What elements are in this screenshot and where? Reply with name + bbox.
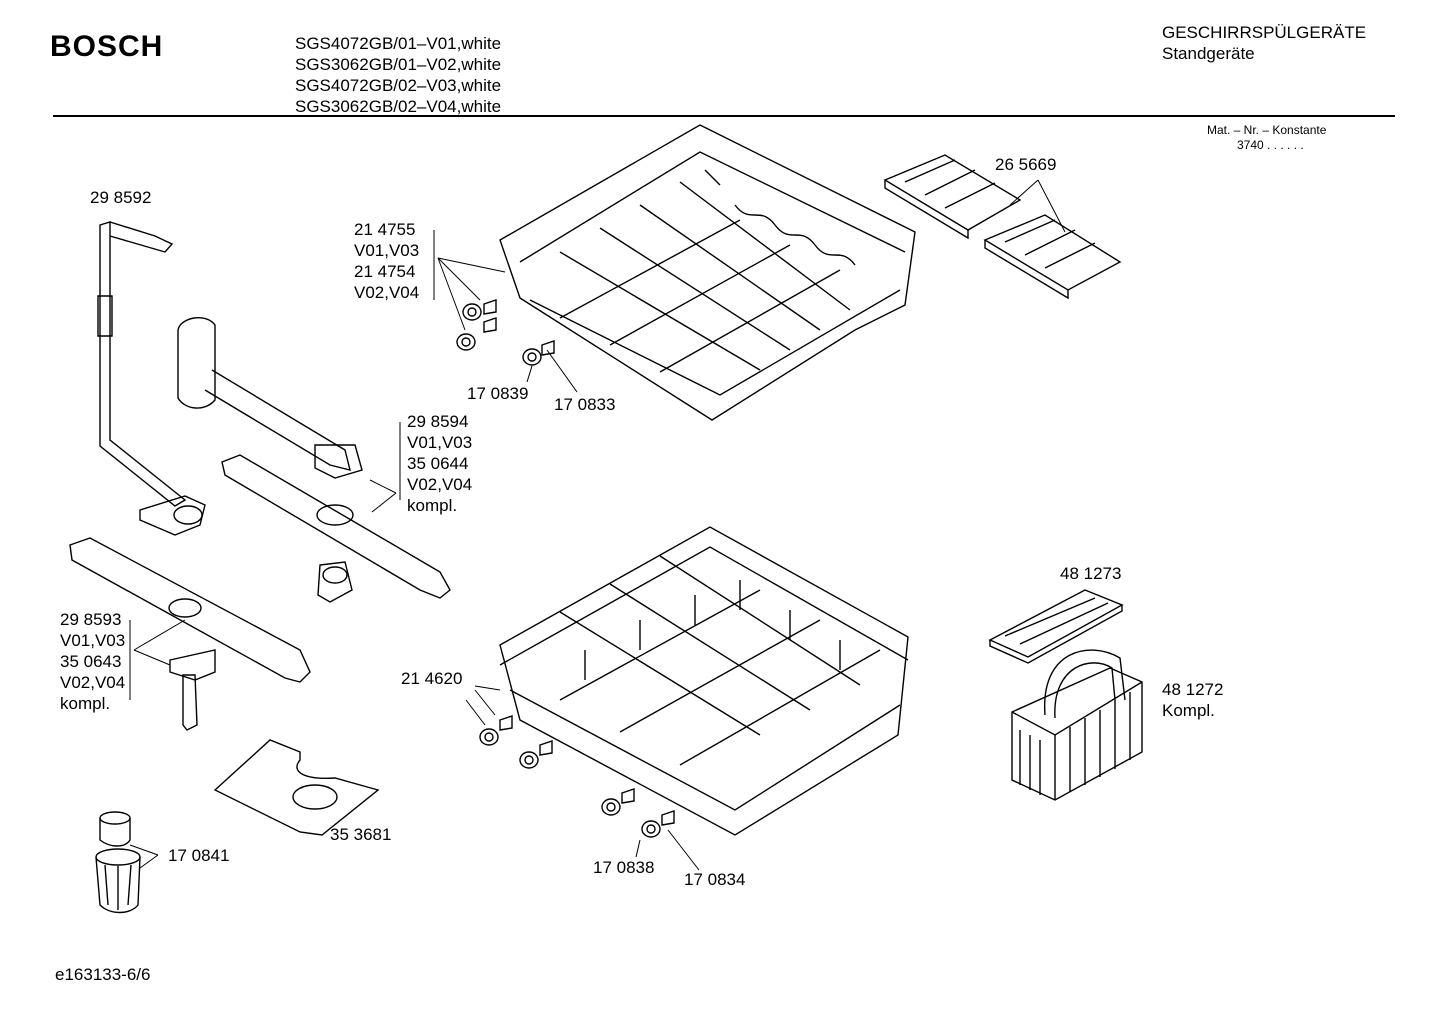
upper-basket xyxy=(500,125,915,420)
document-id: e163133-6/6 xyxy=(55,965,151,984)
lower-spray-arm xyxy=(70,538,310,730)
filter-cylinder xyxy=(96,812,140,913)
part-label-298594-group: 29 8594 V01,V03 35 0644 V02,V04 kompl. xyxy=(407,411,472,516)
part-label-line: V02,V04 xyxy=(60,673,126,692)
category-block: GESCHIRRSPÜLGERÄTE Standgeräte xyxy=(1162,22,1366,64)
part-label-170833: 17 0833 xyxy=(554,395,616,414)
part-label-line: 21 4755 xyxy=(354,220,416,239)
part-label-line: V02,V04 xyxy=(354,283,420,302)
part-label-214755-group: 21 4755 V01,V03 21 4754 V02,V04 xyxy=(354,219,419,303)
part-label-line: 48 1272 xyxy=(1162,680,1224,699)
upper-spray-arm xyxy=(178,318,450,602)
lower-basket-rollers xyxy=(480,716,674,837)
model-line: SGS4072GB/01–V01,white xyxy=(295,34,502,53)
cutlery-basket-lid xyxy=(990,590,1122,663)
part-label-line: V01,V03 xyxy=(354,241,420,260)
model-line: SGS4072GB/02–V03,white xyxy=(295,76,502,95)
upper-spray-supply-tube xyxy=(98,222,205,535)
material-number-label: Mat. – Nr. – Konstante xyxy=(1207,123,1327,137)
part-label-line: kompl. xyxy=(60,694,111,713)
material-number-value: 3740 . . . . . . xyxy=(1237,138,1304,152)
part-label-line: 35 0644 xyxy=(407,454,469,473)
model-line: SGS3062GB/02–V04,white xyxy=(295,97,502,116)
part-label-line: Kompl. xyxy=(1162,701,1215,720)
part-label-line: V01,V03 xyxy=(407,433,473,452)
brand-logo: BOSCH xyxy=(50,30,164,63)
part-label-353681: 35 3681 xyxy=(330,825,392,844)
leader-lines xyxy=(130,180,1065,870)
cutlery-basket xyxy=(1012,650,1142,800)
part-label-line: 29 8594 xyxy=(407,412,469,431)
model-list: SGS4072GB/01–V01,white SGS3062GB/01–V02,… xyxy=(295,33,501,117)
material-number: Mat. – Nr. – Konstante 3740 . . . . . . xyxy=(1207,123,1326,153)
model-line: SGS3062GB/01–V02,white xyxy=(295,55,502,74)
category-title: GESCHIRRSPÜLGERÄTE xyxy=(1162,23,1367,42)
part-label-170838: 17 0838 xyxy=(593,858,655,877)
filter-plate xyxy=(215,740,378,835)
part-label-481272-group: 48 1272 Kompl. xyxy=(1162,679,1223,721)
part-label-line: V02,V04 xyxy=(407,475,473,494)
part-label-298592: 29 8592 xyxy=(90,188,152,207)
header-divider xyxy=(53,115,1395,117)
category-subtitle: Standgeräte xyxy=(1162,44,1255,63)
upper-basket-rollers xyxy=(457,300,554,365)
part-label-481273: 48 1273 xyxy=(1060,564,1122,583)
part-label-170841: 17 0841 xyxy=(168,846,230,865)
part-label-line: 35 0643 xyxy=(60,652,122,671)
part-label-214620: 21 4620 xyxy=(401,669,463,688)
part-label-line: V01,V03 xyxy=(60,631,126,650)
lower-basket xyxy=(500,527,908,835)
part-label-298593-group: 29 8593 V01,V03 35 0643 V02,V04 kompl. xyxy=(60,609,125,714)
part-label-line: kompl. xyxy=(407,496,458,515)
part-label-line: 29 8593 xyxy=(60,610,122,629)
cup-shelves xyxy=(885,155,1120,298)
part-label-line: 21 4754 xyxy=(354,262,416,281)
part-label-170834: 17 0834 xyxy=(684,870,746,889)
part-label-170839: 17 0839 xyxy=(467,384,529,403)
part-label-265669: 26 5669 xyxy=(995,155,1057,174)
